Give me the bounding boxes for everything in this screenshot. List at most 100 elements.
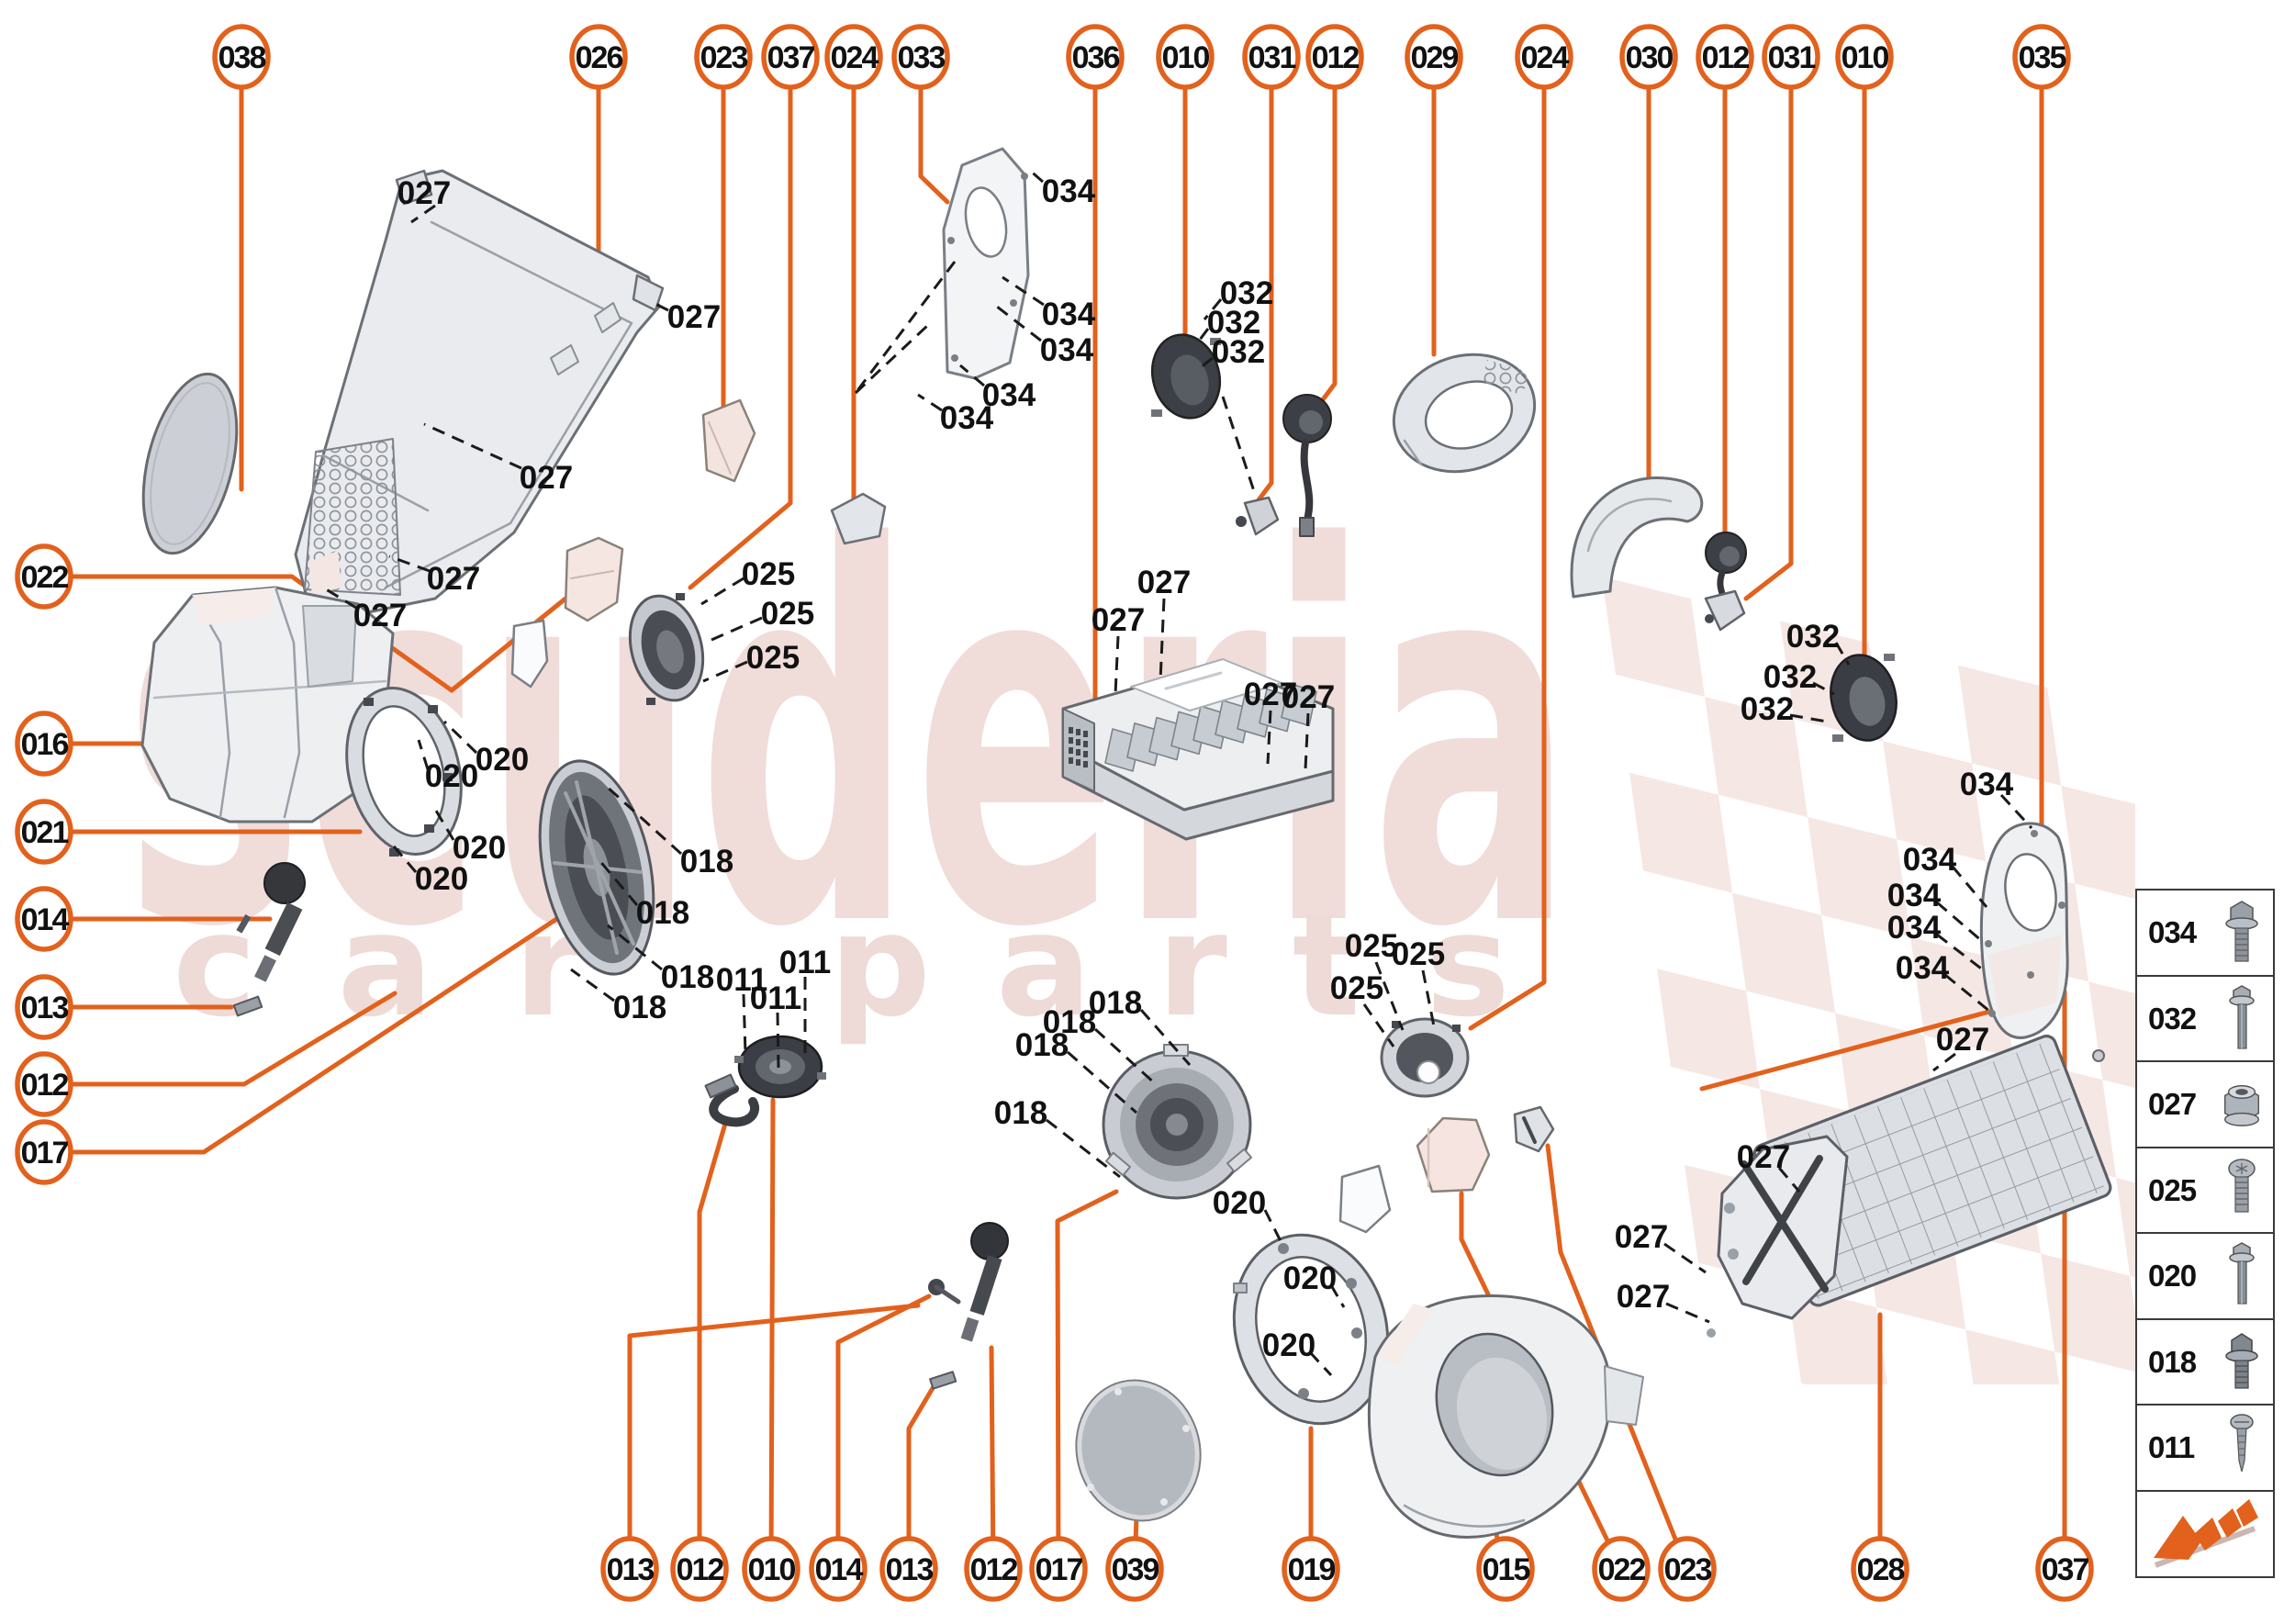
callout-022[interactable]: 022	[15, 543, 73, 610]
callout-013[interactable]: 013	[15, 974, 73, 1040]
dash-line-018	[607, 924, 663, 971]
part-ref-034: 034	[1042, 174, 1096, 209]
callout-010[interactable]: 010	[1835, 24, 1894, 90]
callout-029[interactable]: 029	[1405, 24, 1463, 90]
part-017-midrange-speaker	[1102, 1044, 1253, 1200]
callout-number: 026	[576, 40, 623, 75]
fastener-legend: 034 032 027 025 020 018 011	[2135, 889, 2275, 1578]
callout-012[interactable]: 012	[1305, 24, 1364, 90]
part-reference-labels: 0270270270270270340340340340340320320320…	[353, 174, 2014, 1363]
callout-033[interactable]: 033	[891, 24, 950, 90]
leader-line-023	[1545, 1143, 1690, 1572]
part-ref-032: 032	[1763, 659, 1817, 695]
callout-number: 015	[1483, 1552, 1530, 1587]
dash-line-020	[387, 840, 418, 873]
legend-row-018[interactable]: 018	[2135, 1317, 2275, 1406]
part-014-screw-assembly-left	[236, 862, 306, 982]
callout-017[interactable]: 017	[15, 1119, 73, 1185]
legend-row-025[interactable]: 025	[2135, 1146, 2275, 1235]
leader-line-010	[768, 1097, 776, 1572]
callout-024[interactable]: 024	[1515, 24, 1573, 90]
callout-030[interactable]: 030	[1619, 24, 1678, 90]
dash-line-027	[322, 586, 357, 610]
part-036-amplifier	[1061, 658, 1335, 841]
dash-line-018	[1093, 1027, 1159, 1087]
legend-row-034[interactable]: 034	[2135, 889, 2275, 977]
dash-line-018	[570, 968, 615, 1002]
part-ref-034: 034	[1042, 297, 1096, 332]
dash-line-034	[1002, 275, 1045, 307]
callout-039[interactable]: 039	[1105, 1536, 1164, 1602]
callout-016[interactable]: 016	[15, 711, 73, 777]
part-023-clip-mid	[1513, 1105, 1555, 1153]
legend-row-020[interactable]: 020	[2135, 1232, 2275, 1320]
legend-row-027[interactable]: 027	[2135, 1060, 2275, 1148]
part-ref-025: 025	[1392, 936, 1445, 972]
callout-026[interactable]: 026	[569, 24, 628, 90]
part-ref-032: 032	[1741, 691, 1794, 727]
callout-number: 024	[1521, 40, 1570, 75]
dash-line-032	[1834, 642, 1851, 666]
callout-number: 013	[607, 1552, 655, 1587]
callout-010[interactable]: 010	[1156, 24, 1215, 90]
callout-019[interactable]: 019	[1282, 1536, 1340, 1602]
callout-number: 014	[815, 1552, 864, 1587]
callout-037[interactable]: 037	[761, 24, 820, 90]
callout-036[interactable]: 036	[1066, 24, 1125, 90]
dash-line-018	[1139, 1009, 1192, 1066]
part-ref-018: 018	[994, 1095, 1047, 1131]
callout-number: 013	[886, 1552, 934, 1587]
legend-row-032[interactable]: 032	[2135, 974, 2275, 1063]
part-ref-011: 011	[750, 980, 801, 1016]
callout-024[interactable]: 024	[824, 24, 883, 90]
callout-013[interactable]: 013	[600, 1536, 659, 1602]
part-ref-020: 020	[1283, 1260, 1337, 1296]
part-ref-011: 011	[716, 962, 767, 998]
callout-number: 012	[677, 1552, 724, 1587]
part-ref-020: 020	[476, 742, 529, 778]
legend-row-011[interactable]: 011	[2135, 1404, 2275, 1492]
callout-number: 016	[21, 727, 69, 762]
part-012-tweeter-cable-right	[1705, 532, 1747, 621]
part-026-door-speaker-enclosure	[294, 169, 665, 615]
callout-012[interactable]: 012	[15, 1051, 73, 1117]
callout-number: 024	[831, 40, 879, 75]
part-ref-011: 011	[779, 945, 831, 980]
callout-023[interactable]: 023	[694, 24, 753, 90]
part-023-wedge	[701, 398, 756, 483]
callout-031[interactable]: 031	[1242, 24, 1301, 90]
callout-037[interactable]: 037	[2035, 1536, 2094, 1602]
callout-017[interactable]: 017	[1029, 1536, 1088, 1602]
callout-035[interactable]: 035	[2012, 24, 2071, 90]
dash-line-027	[1266, 710, 1272, 765]
callout-031[interactable]: 031	[1762, 24, 1820, 90]
part-ref-032: 032	[1786, 619, 1840, 655]
callout-013[interactable]: 013	[879, 1536, 938, 1602]
callout-012[interactable]: 012	[964, 1536, 1023, 1602]
leader-line-014	[835, 1294, 932, 1572]
callout-028[interactable]: 028	[1851, 1536, 1909, 1602]
dash-line-027	[653, 301, 669, 312]
part-013-pin-bottom	[929, 1371, 957, 1390]
part-ref-027: 027	[1137, 565, 1191, 600]
callout-number: 023	[1664, 1552, 1712, 1587]
callout-038[interactable]: 038	[212, 24, 271, 90]
dash-line-032	[1203, 298, 1223, 320]
callout-number: 010	[748, 1552, 796, 1587]
callout-012[interactable]: 012	[670, 1536, 729, 1602]
callout-014[interactable]: 014	[809, 1536, 868, 1602]
dash-line-025	[1374, 961, 1405, 1031]
part-ref-025: 025	[761, 596, 814, 632]
part-014-screw-bottom	[928, 1279, 961, 1305]
callout-010[interactable]: 010	[742, 1536, 800, 1602]
dash-line-032	[1200, 356, 1214, 369]
callout-022[interactable]: 022	[1592, 1536, 1651, 1602]
callout-014[interactable]: 014	[15, 886, 73, 952]
callout-021[interactable]: 021	[15, 799, 73, 865]
callout-023[interactable]: 023	[1658, 1536, 1717, 1602]
callout-015[interactable]: 015	[1476, 1536, 1535, 1602]
callout-012[interactable]: 012	[1696, 24, 1754, 90]
part-ref-018: 018	[1089, 985, 1142, 1021]
